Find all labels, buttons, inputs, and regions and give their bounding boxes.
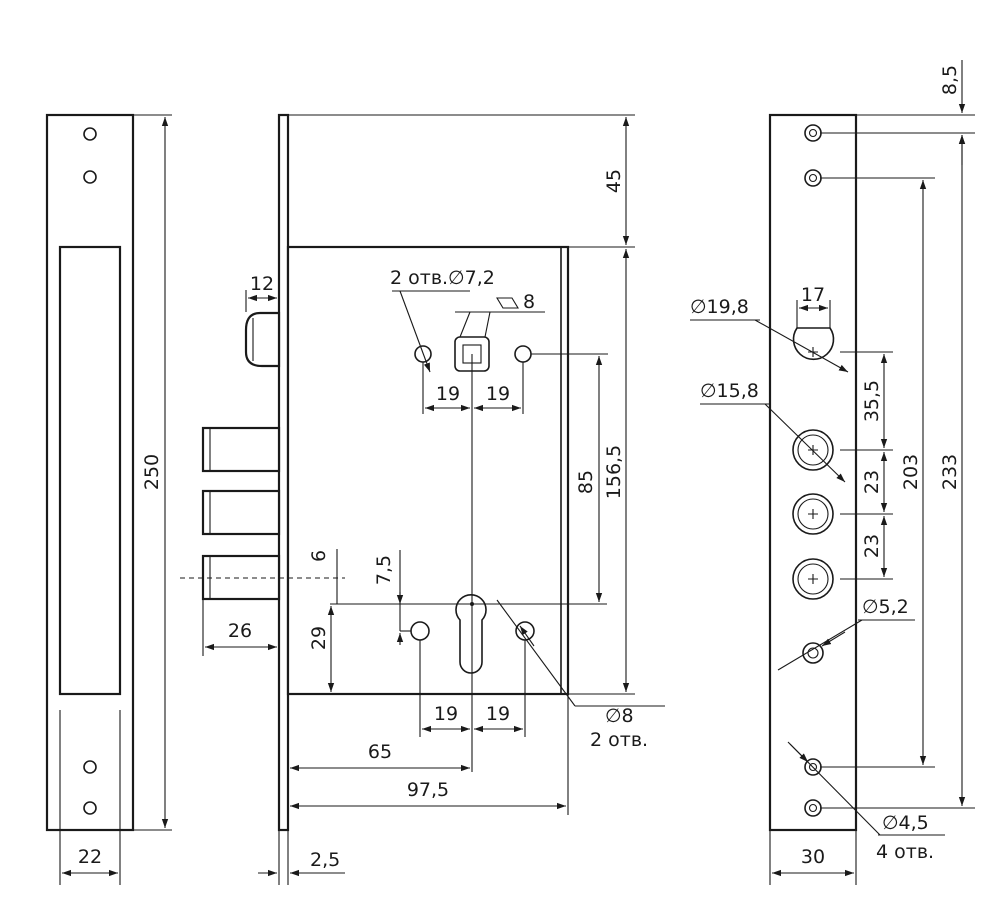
- dia-15-8: ∅15,8: [700, 380, 759, 402]
- dim-156-5: 156,5: [603, 445, 625, 499]
- middle-lock-body-view: 45 156,5 12 2 отв.∅7,2 8 19 19: [180, 113, 665, 885]
- latch-hole: [792, 327, 835, 361]
- dim-35-5: 35,5: [861, 380, 883, 422]
- leader-line: [496, 599, 576, 707]
- cylinder-hole-count: 2 отв.: [590, 729, 648, 751]
- latch-bolt: [244, 311, 281, 368]
- leader-line: [777, 619, 863, 671]
- screw-hole: [83, 127, 97, 141]
- lock-case: [286, 245, 570, 696]
- faceplate-outline-right: [768, 113, 858, 832]
- square-size-label: 8: [523, 291, 535, 313]
- dim-17: 17: [801, 284, 825, 306]
- dim-22: 22: [78, 846, 102, 868]
- leader-line: [754, 319, 849, 373]
- dim-233: 233: [939, 454, 961, 490]
- spindle-holes-label: 2 отв.∅7,2: [390, 267, 495, 289]
- small-hole: [802, 642, 824, 664]
- screw-hole: [83, 801, 97, 815]
- dia-5-2: ∅5,2: [862, 596, 909, 618]
- dim-23-b: 23: [861, 534, 883, 558]
- cylinder-center-mark: [470, 602, 474, 606]
- dim-26: 26: [228, 620, 252, 642]
- dia-19-8: ∅19,8: [690, 296, 749, 318]
- leader-line: [764, 403, 846, 483]
- leader-line: [459, 311, 471, 338]
- dim-19-cylinder-left: 19: [434, 703, 458, 725]
- dim-19-cylinder-right: 19: [486, 703, 510, 725]
- bolt-hole-3: [792, 558, 834, 600]
- square-symbol-icon: [496, 297, 519, 309]
- dim-29: 29: [308, 626, 330, 650]
- dim-65: 65: [368, 741, 392, 763]
- dim-45: 45: [603, 169, 625, 193]
- leader-line: [399, 290, 431, 373]
- right-faceplate-view: 8,5 233 203 35,5 23 23 17 ∅19,8 ∅15,8: [690, 60, 975, 885]
- holes-count-4: 4 отв.: [876, 841, 934, 863]
- bolt-hole-2: [792, 493, 834, 535]
- dim-203: 203: [900, 454, 922, 490]
- dim-19-spindle-left: 19: [436, 383, 460, 405]
- dim-6: 6: [308, 550, 330, 562]
- dim-7-5: 7,5: [373, 555, 395, 585]
- strike-window: [58, 245, 122, 696]
- cylinder-hole-diameter: ∅8: [605, 705, 634, 727]
- euro-cylinder-cutout: [455, 594, 487, 674]
- leader-line: [484, 311, 491, 338]
- dim-2-5: 2,5: [310, 849, 340, 871]
- leader-arrow: [519, 625, 535, 647]
- screw-hole: [83, 760, 97, 774]
- dim-30: 30: [801, 846, 825, 868]
- dim-85: 85: [575, 470, 597, 494]
- dead-bolt: [201, 554, 281, 601]
- left-faceplate-view: 250 22: [45, 113, 172, 885]
- dead-bolt: [201, 489, 281, 536]
- leader-arrow: [789, 743, 809, 763]
- dim-97-5: 97,5: [407, 779, 449, 801]
- dead-bolt: [201, 426, 281, 473]
- dim-250: 250: [141, 454, 163, 490]
- dim-23-a: 23: [861, 470, 883, 494]
- dim-19-spindle-right: 19: [486, 383, 510, 405]
- dim-12: 12: [250, 273, 274, 295]
- dim-8-5: 8,5: [939, 65, 961, 95]
- bolt-hole-1: [792, 429, 834, 471]
- dia-4-5: ∅4,5: [882, 812, 929, 834]
- screw-hole: [83, 170, 97, 184]
- faceplate-side: [277, 113, 290, 832]
- leader-arrow: [821, 631, 846, 647]
